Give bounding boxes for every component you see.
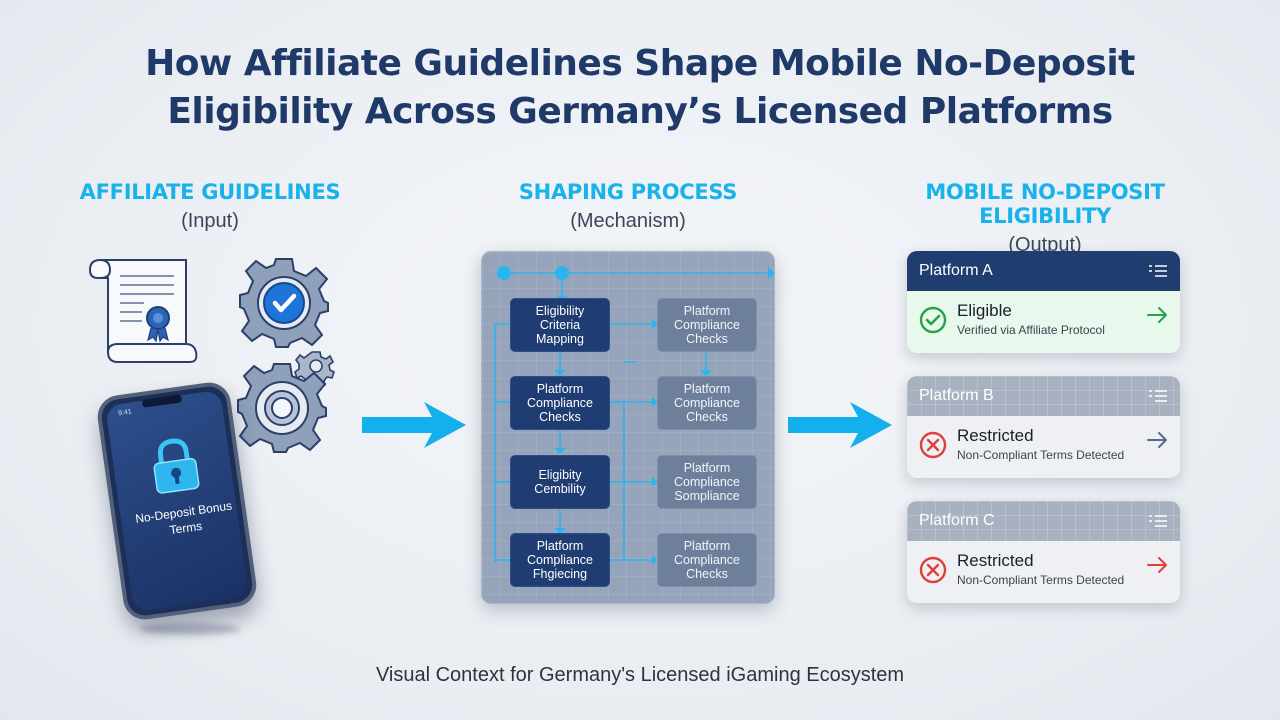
footer-caption: Visual Context for Germany's Licensed iG… bbox=[375, 664, 905, 686]
gear-check-icon bbox=[239, 258, 329, 348]
phone-status-time: 9:41 bbox=[117, 408, 133, 418]
flow-arrow-icon bbox=[788, 402, 892, 448]
list-menu-icon[interactable] bbox=[1148, 388, 1168, 404]
platform-card-a[interactable]: Platform A Eligible Verified via Affilia… bbox=[907, 251, 1180, 353]
platform-card-header: Platform A bbox=[907, 251, 1180, 291]
platform-name: Platform C bbox=[919, 512, 995, 529]
platform-status-detail: Non-Compliant Terms Detected bbox=[957, 573, 1125, 587]
column-subheading: (Input) bbox=[181, 210, 239, 232]
check-circle-icon bbox=[919, 306, 947, 334]
process-step-box: Eligibity Cembility bbox=[510, 455, 610, 509]
title-line-2: Eligibility Across Germany’s Licensed Pl… bbox=[167, 91, 1113, 132]
column-mechanism-heading: SHAPING PROCESS (Mechanism) bbox=[478, 180, 778, 233]
column-subheading: (Output) bbox=[1008, 234, 1082, 256]
x-circle-icon bbox=[919, 431, 947, 459]
platform-status: Eligible bbox=[957, 301, 1012, 320]
arrow-right-icon[interactable] bbox=[1146, 305, 1170, 325]
platform-name: Platform B bbox=[919, 387, 994, 404]
process-connectors bbox=[494, 266, 775, 565]
column-subheading: (Mechanism) bbox=[570, 210, 686, 232]
column-heading: MOBILE NO-DEPOSIT ELIGIBILITY bbox=[925, 180, 1165, 228]
process-check-box: Platform Compliance Checks bbox=[657, 298, 757, 352]
flow-arrow-icon bbox=[362, 402, 466, 448]
process-step-box: Platform Compliance Checks bbox=[510, 376, 610, 430]
arrow-right-icon[interactable] bbox=[1146, 555, 1170, 575]
smartphone: 9:41 No-Deposit Bonus Terms bbox=[94, 379, 260, 623]
page-title: How Affiliate Guidelines Shape Mobile No… bbox=[0, 40, 1280, 136]
arrow-right-icon[interactable] bbox=[1146, 430, 1170, 450]
x-circle-icon bbox=[919, 556, 947, 584]
platform-status-detail: Non-Compliant Terms Detected bbox=[957, 448, 1125, 462]
process-check-box: Platform Compliance Checks bbox=[657, 376, 757, 430]
platform-status: Restricted bbox=[957, 551, 1034, 570]
column-heading: AFFILIATE GUIDELINES bbox=[79, 180, 341, 204]
platform-status-detail: Verified via Affiliate Protocol bbox=[957, 323, 1105, 337]
list-menu-icon[interactable] bbox=[1148, 263, 1168, 279]
column-output-heading: MOBILE NO-DEPOSIT ELIGIBILITY (Output) bbox=[860, 180, 1230, 257]
platform-card-c[interactable]: Platform C Restricted Non-Compliant Term… bbox=[907, 501, 1180, 603]
platform-card-body: Restricted Non-Compliant Terms Detected bbox=[907, 541, 1180, 603]
column-heading: SHAPING PROCESS bbox=[518, 180, 738, 204]
platform-card-b[interactable]: Platform B Restricted Non-Compliant Term… bbox=[907, 376, 1180, 478]
list-menu-icon[interactable] bbox=[1148, 513, 1168, 529]
platform-card-body: Restricted Non-Compliant Terms Detected bbox=[907, 416, 1180, 478]
process-check-box: Platform Compliance Sompliance bbox=[657, 455, 757, 509]
platform-card-body: Eligible Verified via Affiliate Protocol bbox=[907, 291, 1180, 353]
phone-screen-text: No-Deposit Bonus Terms bbox=[134, 498, 233, 538]
platform-status: Restricted bbox=[957, 426, 1034, 445]
phone-screen: 9:41 No-Deposit Bonus Terms bbox=[105, 389, 249, 613]
process-check-box: Platform Compliance Checks bbox=[657, 533, 757, 587]
platform-card-header: Platform C bbox=[907, 501, 1180, 541]
process-step-box: Eligibility Criteria Mapping bbox=[510, 298, 610, 352]
gears-icon bbox=[237, 351, 335, 453]
process-step-box: Platform Compliance Fhgiecing bbox=[510, 533, 610, 587]
column-input-heading: AFFILIATE GUIDELINES (Input) bbox=[70, 180, 350, 233]
document-scroll-icon bbox=[88, 259, 198, 363]
platform-name: Platform A bbox=[919, 262, 993, 279]
process-panel: Eligibility Criteria Mapping Platform Co… bbox=[481, 251, 775, 604]
title-line-1: How Affiliate Guidelines Shape Mobile No… bbox=[145, 43, 1135, 84]
padlock-icon bbox=[153, 438, 200, 494]
phone-shadow bbox=[140, 623, 240, 635]
platform-card-header: Platform B bbox=[907, 376, 1180, 416]
